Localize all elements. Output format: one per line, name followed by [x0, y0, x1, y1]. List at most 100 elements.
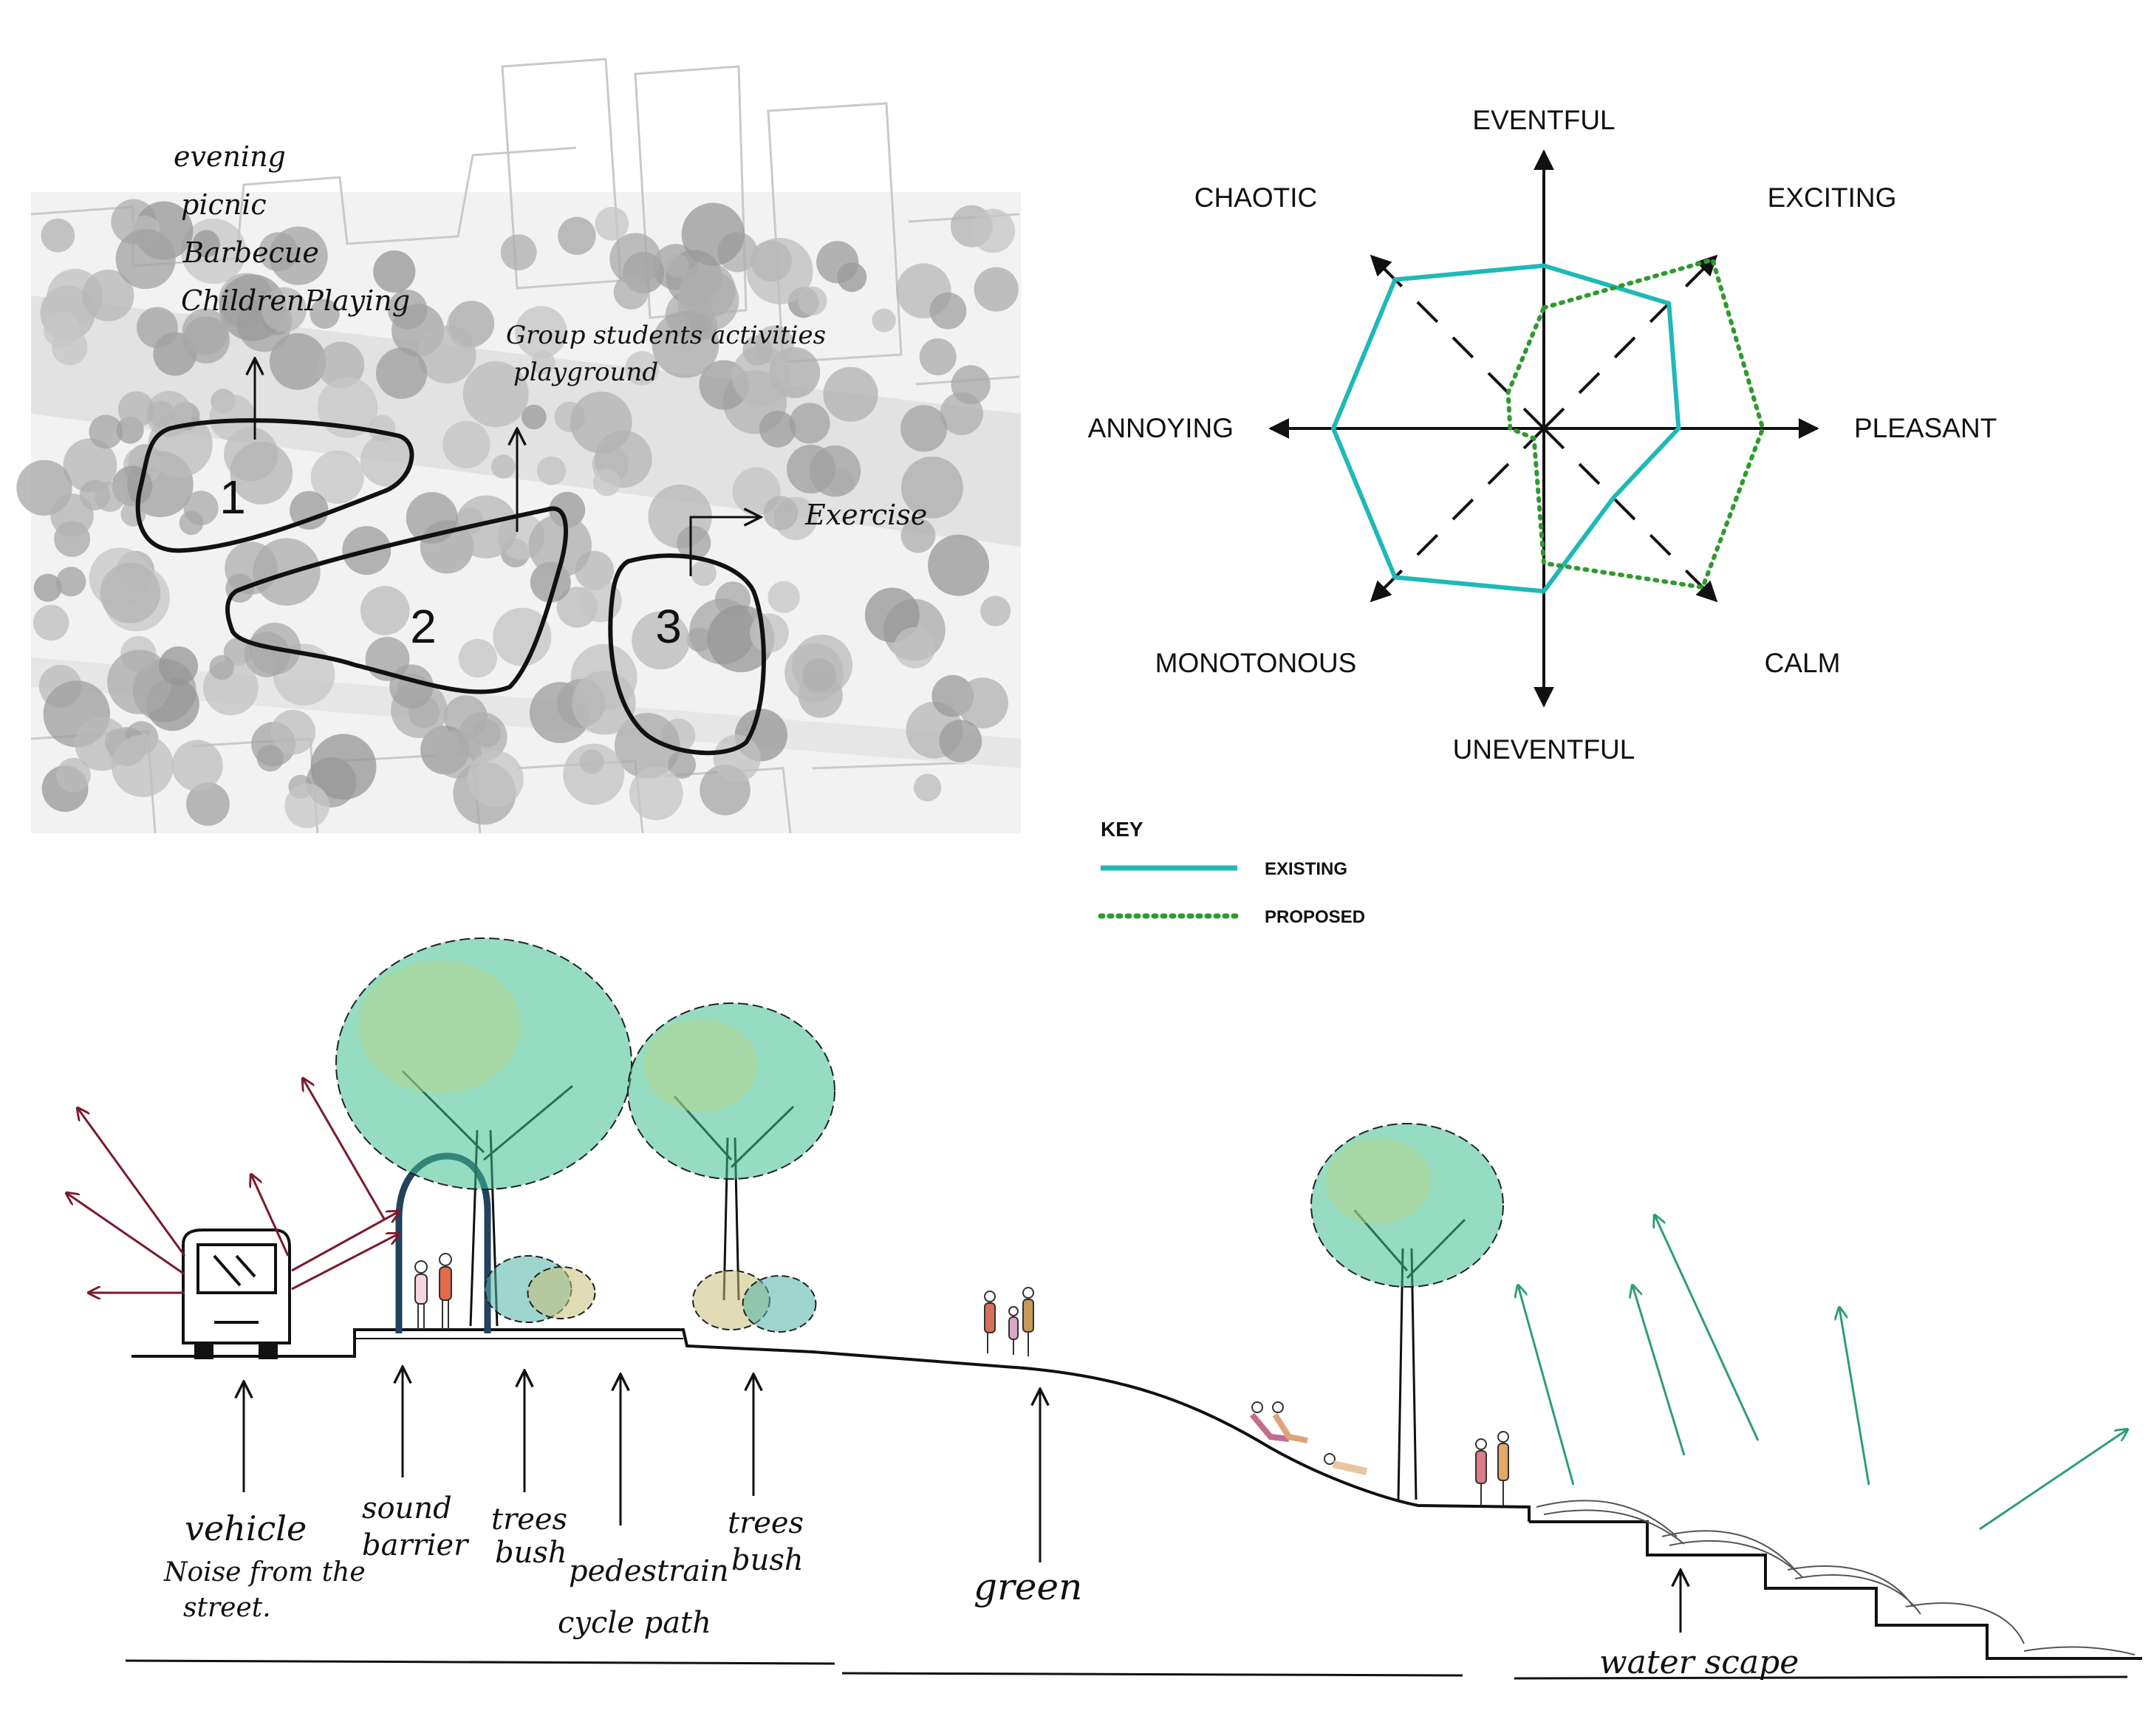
map-tree-canopy: [230, 442, 293, 505]
proposed-soundscape-polygon: [1505, 256, 1765, 590]
tree-sketch: [1310, 1123, 1504, 1500]
map-tree-canopy: [681, 202, 745, 266]
label-pedestrian: pedestrain: [569, 1554, 729, 1588]
map-tree-canopy: [270, 709, 316, 755]
map-tree-canopy: [665, 253, 689, 278]
noise-arrows: [66, 1079, 399, 1293]
map-tree-canopy: [192, 230, 220, 258]
map-tree-canopy: [691, 560, 717, 587]
map-tree-canopy: [89, 414, 123, 449]
map-tree-canopy: [713, 734, 761, 782]
label-sound-1: sound: [362, 1491, 452, 1525]
map-tree-canopy: [442, 420, 490, 468]
map-tree-canopy: [115, 229, 176, 290]
map-tree-canopy: [900, 518, 936, 553]
map-tree-canopy: [107, 649, 172, 714]
label-green: green: [974, 1565, 1082, 1608]
legend-existing-label: EXISTING: [1265, 859, 1347, 879]
activity-group-students: Group students activities: [506, 321, 826, 350]
radar-axis-label: PLEASANT: [1854, 413, 1997, 443]
person: [1008, 1306, 1019, 1355]
zone-3-outline: [608, 553, 766, 756]
label-cycle-path: cycle path: [558, 1606, 711, 1640]
radar-axis-label: MONOTONOUS: [1155, 648, 1357, 678]
map-tree-canopy: [613, 274, 649, 310]
map-tree-canopy: [763, 496, 799, 530]
map-tree-canopy: [454, 495, 518, 558]
map-tree-canopy: [749, 613, 789, 653]
map-tree-canopy: [939, 720, 982, 762]
map-tree-canopy: [677, 525, 711, 560]
map-tree-canopy: [284, 783, 330, 829]
map-tree-canopy: [310, 298, 340, 329]
key-title: KEY: [1101, 818, 1143, 841]
site-map: 1 2 3 evening picnic Barbecue ChildrenPl…: [16, 58, 1021, 834]
map-tree-canopy: [629, 766, 683, 821]
label-bush-2: bush: [731, 1543, 804, 1577]
water-arrows: [1518, 1215, 2127, 1531]
soundscape-radar: EVENTFULEXCITINGPLEASANTCALMUNEVENTFULMO…: [1088, 105, 1997, 927]
map-tree-canopy: [951, 365, 991, 405]
map-tree-canopy: [789, 403, 830, 444]
map-tree-canopy: [95, 481, 126, 512]
map-tree-canopy: [52, 329, 88, 366]
map-tree-canopy: [801, 658, 836, 692]
map-tree-canopy: [373, 250, 416, 293]
map-tree-canopy: [615, 713, 680, 779]
map-tree-canopy: [894, 626, 936, 669]
label-arrows: [244, 1367, 1681, 1633]
map-tree-canopy: [56, 567, 86, 597]
person: [1249, 1401, 1290, 1442]
zone-1-outline: [135, 418, 414, 553]
activity-playground: playground: [513, 358, 658, 387]
activity-evening: evening: [174, 140, 286, 173]
map-tree-canopy: [742, 335, 773, 366]
map-tree-canopy: [563, 743, 625, 805]
radar-axis-label: UNEVENTFUL: [1453, 734, 1635, 765]
people: [414, 1253, 1509, 1506]
map-tree-canopy: [731, 346, 791, 406]
map-tree-canopy: [537, 456, 567, 485]
person: [1324, 1453, 1368, 1475]
map-tree-canopy: [609, 233, 662, 285]
water-steps: [1529, 1520, 2142, 1660]
zone-2-label: 2: [410, 600, 437, 653]
map-tree-canopy: [446, 304, 492, 349]
map-tree-canopy: [310, 450, 364, 505]
map-tree-canopy: [317, 377, 378, 438]
person: [1497, 1431, 1509, 1506]
map-tree-canopy: [41, 218, 75, 253]
map-tree-canopy: [182, 308, 229, 355]
label-sound-2: barrier: [362, 1528, 470, 1562]
map-tree-canopy: [823, 366, 878, 422]
existing-soundscape-polygon: [1331, 263, 1681, 594]
map-tree-canopy: [33, 604, 69, 641]
map-tree-canopy: [595, 207, 629, 241]
map-tree-canopy: [56, 757, 91, 793]
map-tree-canopy: [223, 638, 252, 666]
map-tree-canopy: [472, 719, 501, 748]
activity-children-playing: ChildrenPlaying: [181, 284, 410, 317]
label-bush-1: bush: [495, 1536, 567, 1570]
radar-axis-label: EVENTFUL: [1472, 105, 1615, 135]
section-sketch: vehicle Noise from the street. sound bar…: [66, 937, 2142, 1681]
radar-axis-labels: EVENTFULEXCITINGPLEASANTCALMUNEVENTFULMO…: [1088, 105, 1997, 765]
map-tree-canopy: [493, 607, 552, 666]
map-tree-canopy: [261, 287, 307, 332]
map-tree-canopy: [63, 438, 117, 493]
person: [439, 1253, 452, 1330]
map-tree-canopy: [929, 292, 967, 329]
map-tree-canopy: [980, 595, 1011, 626]
radar-axis-label: EXCITING: [1768, 182, 1897, 213]
map-tree-canopy: [433, 730, 482, 779]
legend-proposed-label: PROPOSED: [1265, 907, 1365, 927]
map-tree-canopy: [256, 745, 284, 772]
map-tree-canopy: [864, 587, 920, 643]
vehicle-sketch: [182, 1228, 291, 1359]
map-tree-canopy: [901, 457, 963, 519]
map-tree-canopy: [515, 306, 567, 358]
map-tree-canopy: [919, 338, 957, 375]
map-tree-canopy: [798, 286, 827, 315]
map-tree-canopy: [558, 216, 596, 255]
